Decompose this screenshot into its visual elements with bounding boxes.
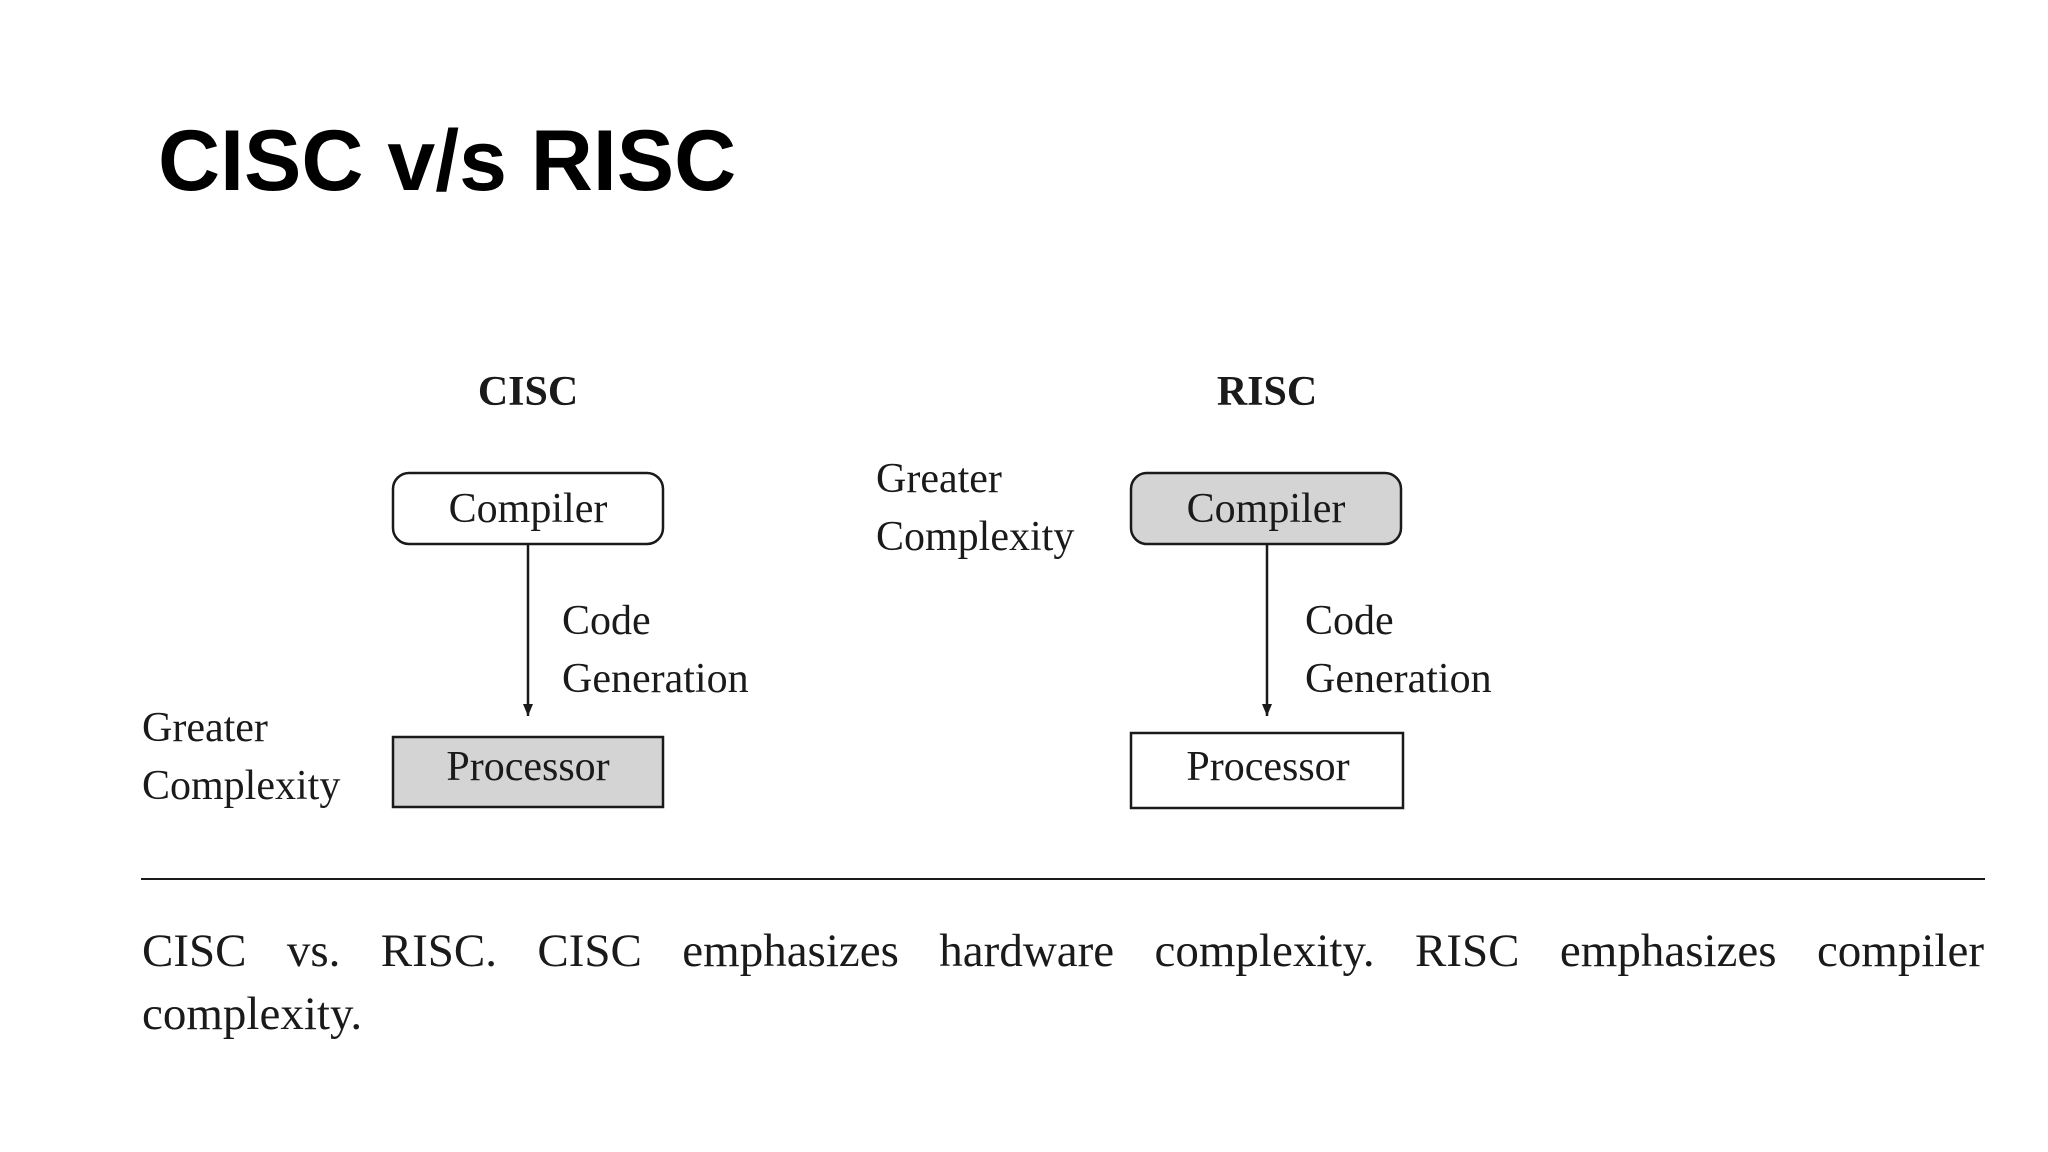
cisc-complexity-label-complexity: Complexity bbox=[142, 763, 340, 809]
slide-title: CISC v/s RISC bbox=[158, 113, 737, 209]
risc-arrow-label-code: Code bbox=[1305, 598, 1394, 644]
risc-processor-box bbox=[1129, 731, 1405, 810]
caption-divider bbox=[141, 878, 1985, 880]
cisc-diagram: CISC Compiler Code Generation Processor … bbox=[142, 369, 749, 809]
risc-complexity-label-greater: Greater bbox=[876, 456, 1002, 502]
risc-compiler-label: Compiler bbox=[1187, 486, 1346, 532]
figure-caption: CISC vs. RISC. CISC emphasizes hardware … bbox=[142, 925, 1984, 1040]
cisc-heading: CISC bbox=[478, 369, 578, 415]
risc-complexity-label-complexity: Complexity bbox=[876, 514, 1074, 560]
cisc-compiler-label: Compiler bbox=[449, 486, 608, 532]
cisc-complexity-label-greater: Greater bbox=[142, 705, 268, 751]
cisc-processor-box bbox=[391, 735, 665, 809]
risc-diagram: RISC Compiler Code Generation Processor … bbox=[876, 369, 1492, 810]
risc-heading: RISC bbox=[1217, 369, 1317, 415]
cisc-arrow-label-generation: Generation bbox=[562, 656, 749, 702]
risc-arrow-label-generation: Generation bbox=[1305, 656, 1492, 702]
cisc-arrow-label-code: Code bbox=[562, 598, 651, 644]
cisc-processor-label: Processor bbox=[446, 744, 609, 790]
risc-processor-label: Processor bbox=[1186, 744, 1349, 790]
